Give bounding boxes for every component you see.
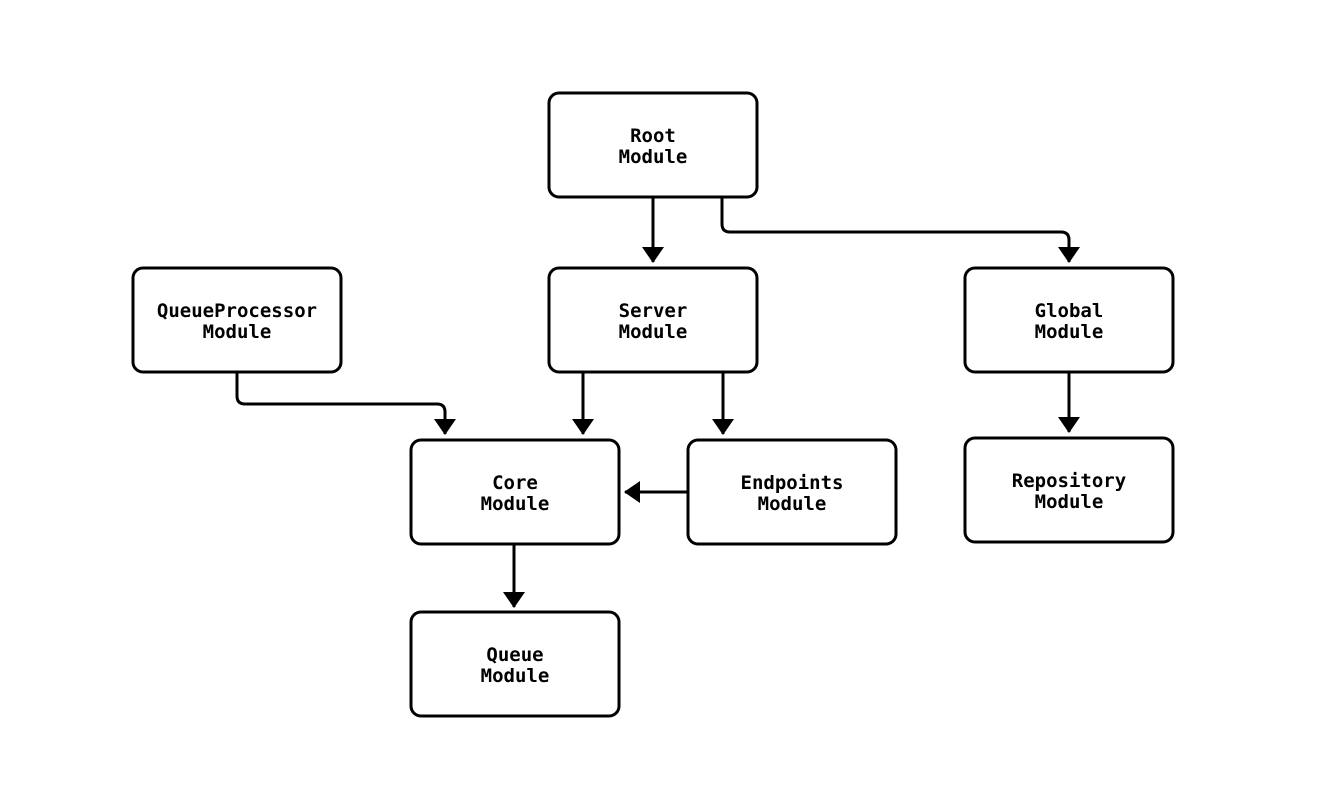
node-endpoints-module: Endpoints Module xyxy=(686,438,898,546)
node-server-module-label-line2: Module xyxy=(619,321,688,343)
node-repository-module-label-line2: Module xyxy=(1035,491,1104,513)
node-global-module-box xyxy=(963,266,1175,374)
node-root-module: Root Module xyxy=(547,91,759,199)
node-root-module-label-line1: Root xyxy=(630,125,676,147)
edge-queueprocessor-to-core-arrow xyxy=(235,372,456,435)
node-queueprocessor-module-label-line2: Module xyxy=(203,321,272,343)
node-global-module-label-line1: Global xyxy=(1035,300,1104,322)
diagram-edges xyxy=(235,197,1080,608)
node-repository-module-box xyxy=(963,436,1175,544)
node-core-module-box xyxy=(409,438,621,546)
node-repository-module: Repository Module xyxy=(963,436,1175,544)
node-global-module-label-line2: Module xyxy=(1035,321,1104,343)
node-queue-module-label-line2: Module xyxy=(481,665,550,687)
node-global-module: Global Module xyxy=(963,266,1175,374)
node-root-module-label-line2: Module xyxy=(619,146,688,168)
node-repository-module-label-line1: Repository xyxy=(1012,470,1126,492)
node-queueprocessor-module-box xyxy=(131,266,343,374)
node-core-module: Core Module xyxy=(409,438,621,546)
node-endpoints-module-label-line1: Endpoints xyxy=(741,472,844,494)
node-core-module-label-line2: Module xyxy=(481,493,550,515)
node-queueprocessor-module: QueueProcessor Module xyxy=(131,266,343,374)
node-server-module: Server Module xyxy=(547,266,759,374)
node-queue-module-label-line1: Queue xyxy=(486,644,543,666)
node-server-module-box xyxy=(547,266,759,374)
node-queueprocessor-module-label-line1: QueueProcessor xyxy=(157,300,317,322)
node-server-module-label-line1: Server xyxy=(619,300,688,322)
node-endpoints-module-box xyxy=(686,438,898,546)
edge-root-to-global-arrow xyxy=(720,197,1080,263)
node-queue-module-box xyxy=(409,610,621,718)
node-core-module-label-line1: Core xyxy=(492,472,538,494)
node-root-module-box xyxy=(547,91,759,199)
node-endpoints-module-label-line2: Module xyxy=(758,493,827,515)
node-queue-module: Queue Module xyxy=(409,610,621,718)
